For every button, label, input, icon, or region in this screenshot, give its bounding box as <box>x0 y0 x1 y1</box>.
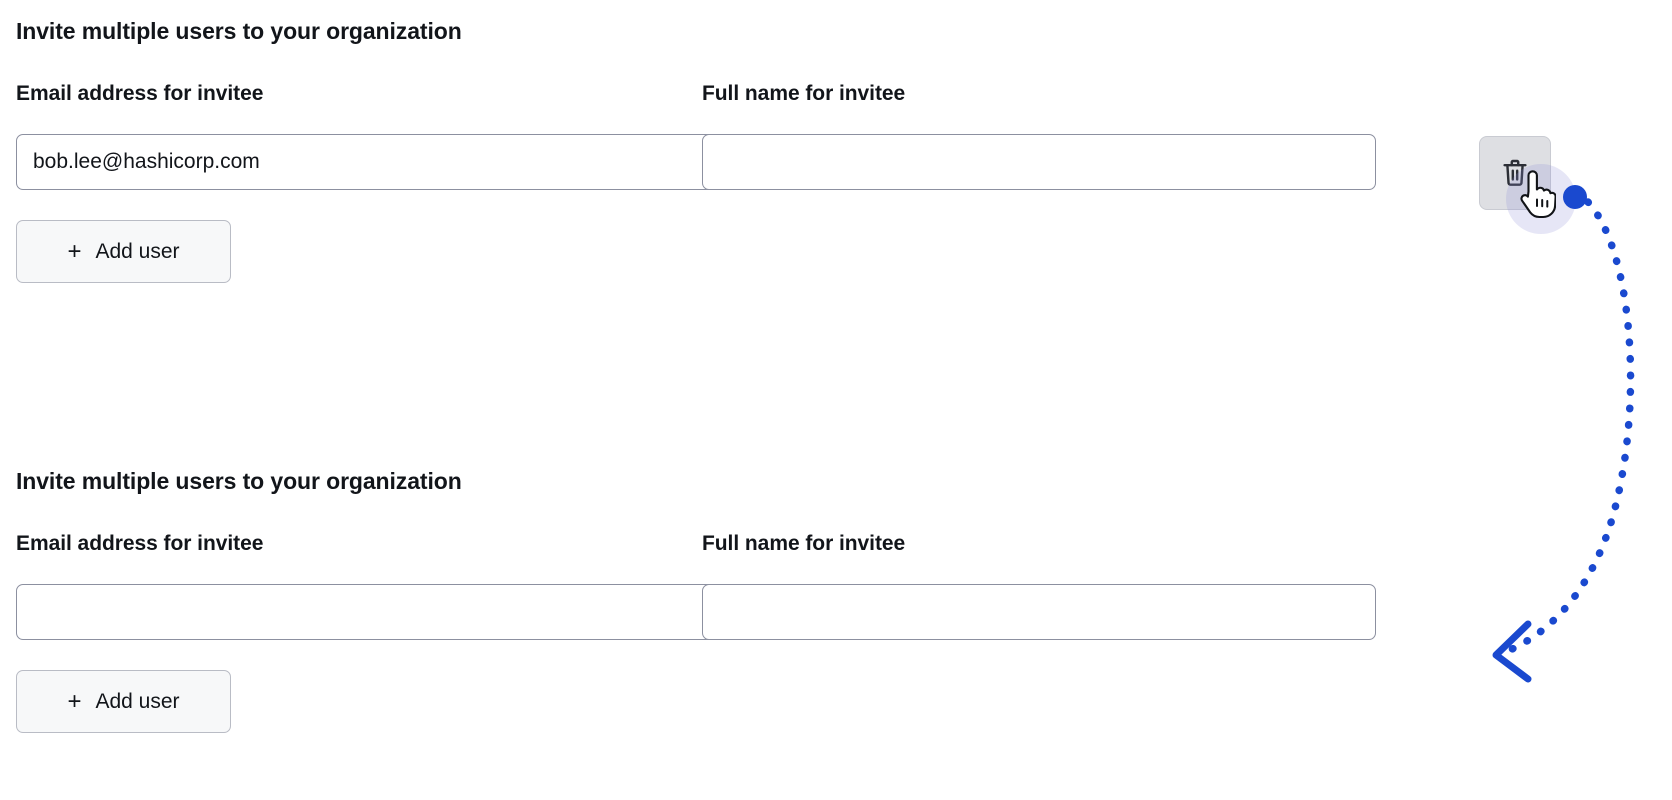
email-field-label-secondary: Email address for invitee <box>16 532 264 555</box>
email-input[interactable] <box>16 134 736 190</box>
email-input-secondary[interactable] <box>16 584 736 640</box>
page-title: Invite multiple users to your organizati… <box>16 18 462 44</box>
fullname-input-secondary[interactable] <box>702 584 1376 640</box>
trash-icon <box>1501 158 1529 188</box>
fullname-input[interactable] <box>702 134 1376 190</box>
add-user-button-secondary[interactable]: + Add user <box>16 670 231 733</box>
click-target-dot <box>1563 185 1587 209</box>
fullname-field-label-secondary: Full name for invitee <box>702 532 906 555</box>
email-field-label: Email address for invitee <box>16 82 264 105</box>
fullname-field-label: Full name for invitee <box>702 82 906 105</box>
add-user-button[interactable]: + Add user <box>16 220 231 283</box>
add-user-label: Add user <box>95 239 180 263</box>
page-title-secondary: Invite multiple users to your organizati… <box>16 468 462 494</box>
delete-invitee-button[interactable] <box>1479 136 1551 210</box>
plus-icon: + <box>67 687 82 715</box>
plus-icon: + <box>67 237 82 265</box>
add-user-label-secondary: Add user <box>95 689 180 713</box>
